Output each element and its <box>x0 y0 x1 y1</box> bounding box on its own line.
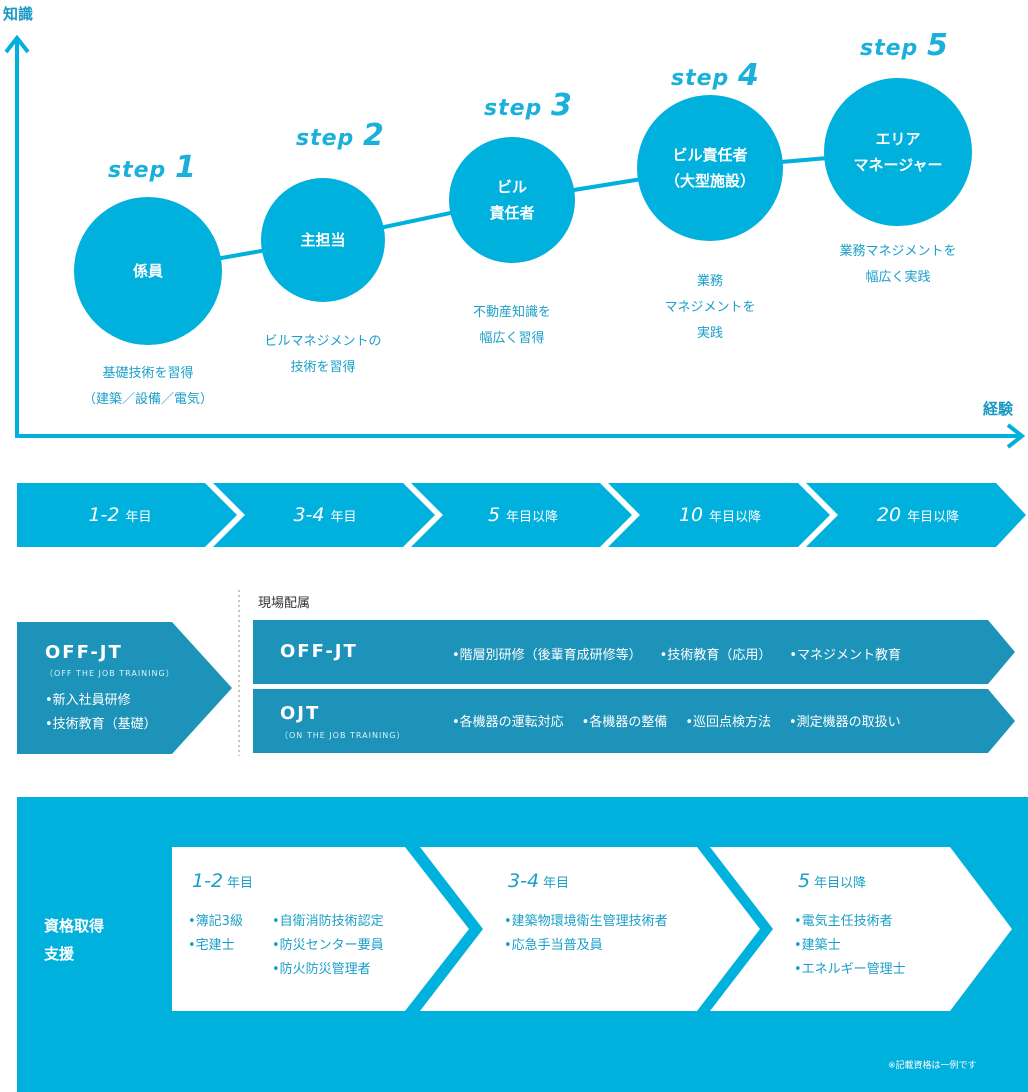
y-axis-label: 知識 <box>3 5 34 23</box>
step-label-2: step 2 <box>296 118 385 153</box>
axis-lines <box>15 40 1020 438</box>
step-desc-4: 業務 マネジメントを 実践 <box>664 274 756 341</box>
support-stage-2-col1: •建築物環境衛生管理技術者 •応急手当普及員 <box>504 910 668 958</box>
support-stage-1-col2: •自衛消防技術認定 •防災センター要員 •防火防災管理者 <box>272 910 384 982</box>
step-label-1: step 1 <box>108 150 197 185</box>
step-circle-5 <box>824 78 972 226</box>
ojt-items: •各機器の運転対応 •各機器の整備 •巡回点検方法 •測定機器の取扱い <box>452 711 919 730</box>
list-item: •各機器の整備 <box>581 715 668 730</box>
list-item: •階層別研修（後輩育成研修等） <box>452 648 642 663</box>
year-chevron-1 <box>17 483 237 547</box>
site-assignment-label: 現場配属 <box>258 596 311 611</box>
step-label-3: step 3 <box>484 88 573 123</box>
list-item: •防火防災管理者 <box>272 962 371 977</box>
step-circle-2 <box>261 178 385 302</box>
step-circle-3 <box>449 137 575 263</box>
support-title: 資格取得 支援 <box>44 917 105 963</box>
support-stage-2 <box>420 847 760 1011</box>
initial-offjt-title: OFF-JT <box>45 642 123 663</box>
step-title-2: 主担当 <box>300 231 346 249</box>
support-note: ※記載資格は一例です <box>888 1061 977 1071</box>
list-item: •各機器の運転対応 <box>452 715 564 730</box>
support-stage-1-col1: •簿記3級 •宅建士 <box>188 910 243 958</box>
step-desc-3: 不動産知識を 幅広く習得 <box>472 305 551 346</box>
initial-offjt-subtitle: （OFF THE JOB TRAINING） <box>45 669 175 678</box>
step-desc-5: 業務マネジメントを 幅広く実践 <box>839 244 957 285</box>
list-item: •応急手当普及員 <box>504 938 603 953</box>
year-chevron-3 <box>411 483 632 547</box>
initial-training-block <box>17 622 232 754</box>
list-item: •簿記3級 <box>188 914 243 929</box>
initial-training-list: •新入社員研修 •技術教育（基礎） <box>45 689 157 737</box>
list-item: •マネジメント教育 <box>789 648 902 663</box>
ojt-title: OJT <box>280 703 321 724</box>
x-axis-arrowhead <box>1006 423 1026 449</box>
list-item: •エネルギー管理士 <box>794 962 906 977</box>
step-desc-1: 基礎技術を習得 （建築／設備／電気） <box>82 366 213 407</box>
year-chevron-4 <box>608 483 830 547</box>
step-circle-1 <box>74 197 222 345</box>
list-item: •建築物環境衛生管理技術者 <box>504 914 668 929</box>
list-item: •技術教育（応用） <box>659 648 772 663</box>
year-chevron-2 <box>213 483 435 547</box>
list-item: •自衛消防技術認定 <box>272 914 384 929</box>
step-desc-2: ビルマネジメントの 技術を習得 <box>264 334 382 375</box>
list-item: •電気主任技術者 <box>794 914 893 929</box>
support-stage-3-col1: •電気主任技術者 •建築士 •エネルギー管理士 <box>794 910 906 982</box>
step-title-1: 係員 <box>132 262 163 280</box>
ojt-bar <box>253 689 1015 753</box>
support-stage-1 <box>172 847 469 1011</box>
step-title-5: エリア マネージャー <box>853 130 943 174</box>
offjt-items: •階層別研修（後輩育成研修等） •技術教育（応用） •マネジメント教育 <box>452 644 919 663</box>
list-item: •建築士 <box>794 938 841 953</box>
step-label-4: step 4 <box>671 58 760 93</box>
list-item: •巡回点検方法 <box>685 715 772 730</box>
step-title-3: ビル 責任者 <box>489 178 535 222</box>
year-chevron-5 <box>806 483 1026 547</box>
x-axis-label: 経験 <box>983 400 1014 418</box>
list-item: •測定機器の取扱い <box>789 715 901 730</box>
step-title-4: ビル責任者 （大型施設） <box>664 146 755 190</box>
step-label-5: step 5 <box>860 28 949 63</box>
ojt-subtitle: （ON THE JOB TRAINING） <box>280 731 406 740</box>
offjt-title: OFF-JT <box>280 641 358 662</box>
list-item: •防災センター要員 <box>272 938 384 953</box>
list-item: •新入社員研修 <box>45 693 131 708</box>
list-item: •技術教育（基礎） <box>45 717 157 732</box>
step-circle-4 <box>637 95 783 241</box>
support-stage-3 <box>710 847 1012 1011</box>
list-item: •宅建士 <box>188 938 235 953</box>
y-axis-arrowhead <box>4 34 30 54</box>
offjt-bar <box>253 620 1015 684</box>
